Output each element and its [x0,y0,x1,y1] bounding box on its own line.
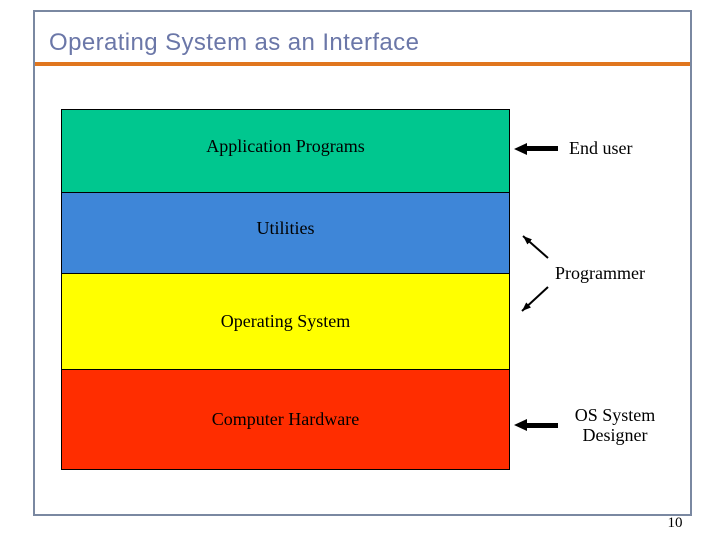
programmer-arrow-upper-icon [522,235,549,259]
os-designer-arrow-icon [514,419,558,431]
layer-operating-system: Operating System [61,273,510,370]
programmer-arrows-icon [521,235,549,312]
layer-stack: Application Programs Utilities Operating… [61,109,510,470]
programmer-arrow-lower-icon [521,286,549,312]
os-designer-label: OS System Designer [574,405,656,445]
annotation-end-user: End user [514,136,632,161]
layer-utilities-label: Utilities [256,217,315,238]
arrow-head [514,142,527,155]
end-user-arrow-icon [514,142,558,155]
layer-operating-system-label: Operating System [220,311,351,331]
layer-computer-hardware: Computer Hardware [61,369,510,470]
layer-application-programs-label: Application Programs [206,135,365,156]
arrow-shaft [527,422,558,428]
title-underline [35,62,690,66]
end-user-label: End user [569,138,633,158]
arrow-head [514,419,527,431]
layer-application-programs: Application Programs [61,109,510,193]
page-number: 10 [667,515,683,531]
annotation-os-designer: OS System Designer [514,405,661,445]
layer-utilities: Utilities [61,192,510,274]
layer-computer-hardware-label: Computer Hardware [211,409,360,429]
arrow-shaft [527,146,558,151]
slide: Operating System as an Interface Applica… [33,10,692,516]
slide-title: Operating System as an Interface [49,29,420,56]
programmer-label: Programmer [555,263,645,283]
